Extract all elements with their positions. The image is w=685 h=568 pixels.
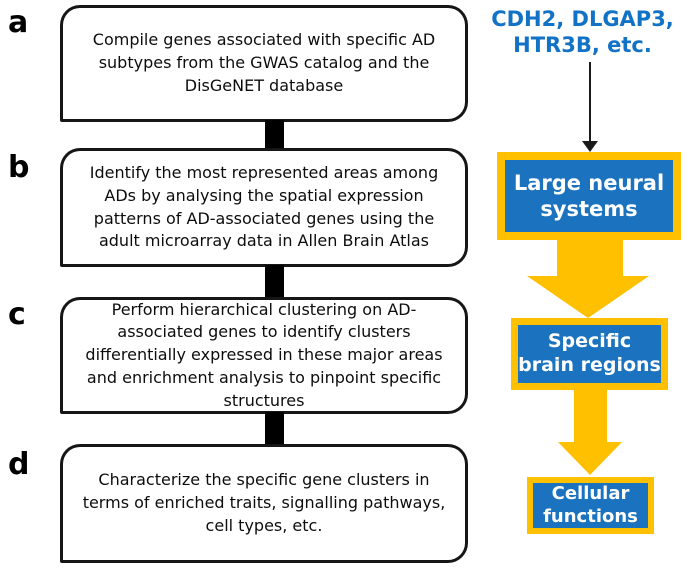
block-arrow-2-shaft bbox=[574, 388, 607, 442]
node-cellular-functions: Cellular functions bbox=[527, 477, 654, 534]
node-large-neural-systems-label: Large neural systems bbox=[513, 170, 665, 221]
step-c-text: Perform hierarchical clustering on AD- a… bbox=[85, 299, 443, 410]
flowchart-step-a-box: Compile genes associated with specific A… bbox=[60, 5, 468, 122]
step-b-text: Identify the most represented areas amon… bbox=[89, 163, 439, 251]
step-label-b: b bbox=[8, 150, 30, 185]
thin-down-arrow-head-icon bbox=[582, 141, 598, 152]
node-cellular-functions-label: Cellular functions bbox=[543, 483, 638, 527]
flowchart-step-d-box: Characterize the specific gene clusters … bbox=[60, 444, 468, 563]
node-specific-brain-regions: Specific brain regions bbox=[511, 318, 668, 390]
flowchart-step-c-box: Perform hierarchical clustering on AD- a… bbox=[60, 297, 468, 414]
step-label-c: c bbox=[8, 297, 26, 332]
block-arrow-1-head-icon bbox=[527, 276, 649, 321]
step-a-text: Compile genes associated with specific A… bbox=[92, 30, 436, 95]
step-d-text: Characterize the specific gene clusters … bbox=[82, 470, 446, 535]
connector-c-d bbox=[265, 412, 284, 446]
gene-list-text: CDH2, DLGAP3, HTR3B, etc. bbox=[491, 7, 674, 58]
connector-b-c bbox=[265, 265, 284, 299]
step-label-a: a bbox=[8, 5, 29, 40]
flowchart-step-b-box: Identify the most represented areas amon… bbox=[60, 148, 468, 267]
node-large-neural-systems: Large neural systems bbox=[497, 152, 681, 240]
node-specific-brain-regions-label: Specific brain regions bbox=[518, 330, 661, 376]
block-arrow-1-shaft bbox=[557, 238, 623, 276]
connector-a-b bbox=[265, 120, 284, 150]
block-arrow-2-head-icon bbox=[558, 442, 622, 478]
thin-down-arrow-line bbox=[589, 62, 591, 141]
step-label-d: d bbox=[8, 447, 30, 482]
